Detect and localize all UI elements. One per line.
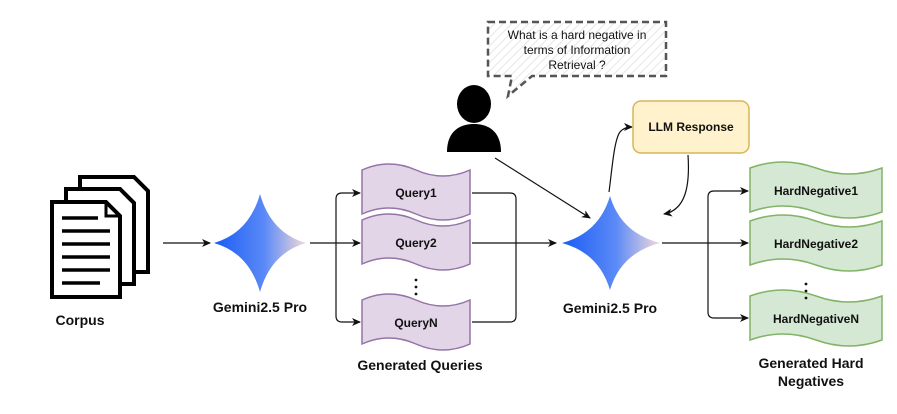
gemini-sparkle-icon (562, 196, 660, 290)
negative-node-shape (749, 214, 883, 272)
query-label: QueryN (394, 316, 437, 330)
connector-queryn-to-model (472, 243, 517, 323)
arrow-model-to-response (608, 123, 633, 193)
arrow-to-query1 (335, 189, 361, 243)
negative-node-shape (749, 289, 883, 347)
arrow-user-to-model (494, 157, 591, 219)
negative-label: HardNegativeN (773, 312, 859, 326)
document-stack-icon (50, 175, 150, 299)
negative-label: HardNegative2 (774, 237, 858, 251)
query-node-shape (361, 293, 471, 351)
query-node-shape (361, 163, 471, 221)
queries-caption: Generated Queries (357, 357, 482, 373)
speech-bubble (486, 20, 668, 100)
negative-node-shape (749, 161, 883, 219)
query-label: Query2 (395, 236, 437, 250)
ellipsis-dots (804, 282, 808, 300)
arrow-response-to-model (663, 154, 690, 217)
model2-label: Gemini2.5 Pro (563, 300, 657, 316)
corpus-label: Corpus (56, 312, 105, 328)
negatives-caption-line: Negatives (778, 373, 844, 389)
arrow-to-negative1 (707, 187, 749, 243)
negatives-caption-line: Generated Hard (758, 355, 863, 371)
user-icon (447, 85, 501, 152)
query-label: Query1 (395, 186, 437, 200)
arrow-to-queryn (335, 243, 361, 326)
query-node-shape (361, 213, 471, 271)
negative-label: HardNegative1 (774, 184, 858, 198)
arrow-to-negativen (707, 243, 749, 322)
question-line: terms of Information (524, 43, 631, 57)
connector-query1-to-model (472, 192, 517, 243)
question-line: Retrieval ? (548, 58, 606, 72)
model1-label: Gemini2.5 Pro (213, 299, 307, 315)
llm-response-box (632, 100, 750, 154)
question-line: What is a hard negative in (508, 28, 647, 42)
llm-response-label: LLM Response (648, 120, 734, 134)
gemini-sparkle-icon (214, 194, 306, 292)
ellipsis-dots (414, 278, 418, 296)
